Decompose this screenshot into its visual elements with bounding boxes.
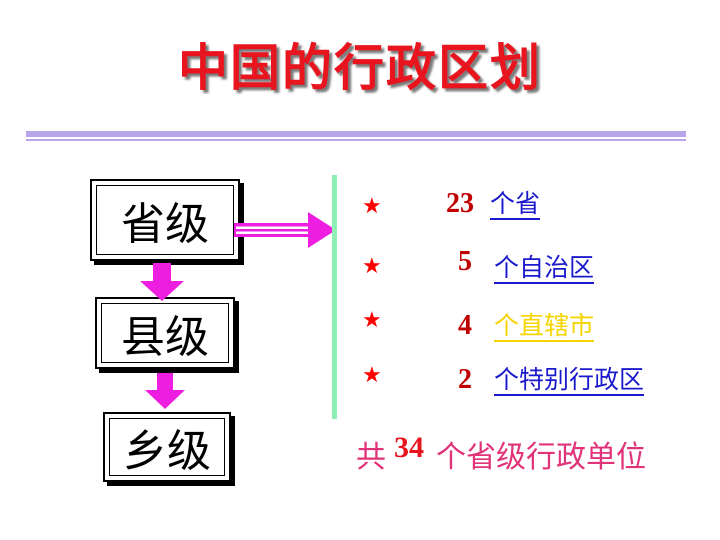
title-divider-thin xyxy=(26,139,686,141)
unit-count: 5 xyxy=(458,246,472,277)
level-label-county: 县级 xyxy=(101,303,229,363)
total-suffix: 个省级行政单位 xyxy=(436,440,646,475)
star-icon: ★ xyxy=(362,308,382,333)
right-double-arrow-icon xyxy=(234,212,336,248)
down-arrow-icon xyxy=(140,263,184,301)
level-label-township: 乡级 xyxy=(109,418,225,477)
unit-label: 个自治区 xyxy=(494,253,595,282)
total-prefix: 共 xyxy=(356,440,386,475)
star-icon: ★ xyxy=(362,254,382,279)
level-box-county: 县级 xyxy=(95,297,235,369)
page-title: 中国的行政区划 xyxy=(178,39,542,97)
unit-row-municipalities[interactable]: 4 个直辖市 xyxy=(432,306,594,342)
unit-row-autonomous-regions[interactable]: 5 个自治区 xyxy=(432,246,595,284)
level-box-township: 乡级 xyxy=(103,412,231,482)
star-icon: ★ xyxy=(362,363,382,388)
unit-label: 个省 xyxy=(490,189,541,218)
unit-count: 2 xyxy=(458,364,472,395)
star-icon: ★ xyxy=(362,194,382,219)
unit-row-provinces[interactable]: 23 个省 xyxy=(432,184,540,220)
total-count: 34 xyxy=(394,431,424,464)
title-divider-thick xyxy=(26,131,686,137)
unit-count: 4 xyxy=(458,310,472,341)
down-arrow-icon xyxy=(145,373,185,409)
level-label-province: 省级 xyxy=(96,185,234,255)
unit-label: 个特别行政区 xyxy=(494,365,645,394)
unit-count: 23 xyxy=(446,188,474,219)
unit-row-special-regions[interactable]: 2 个特别行政区 xyxy=(432,360,644,396)
unit-label: 个直辖市 xyxy=(494,311,595,340)
separator-line xyxy=(332,175,337,419)
level-box-province: 省级 xyxy=(90,179,240,261)
